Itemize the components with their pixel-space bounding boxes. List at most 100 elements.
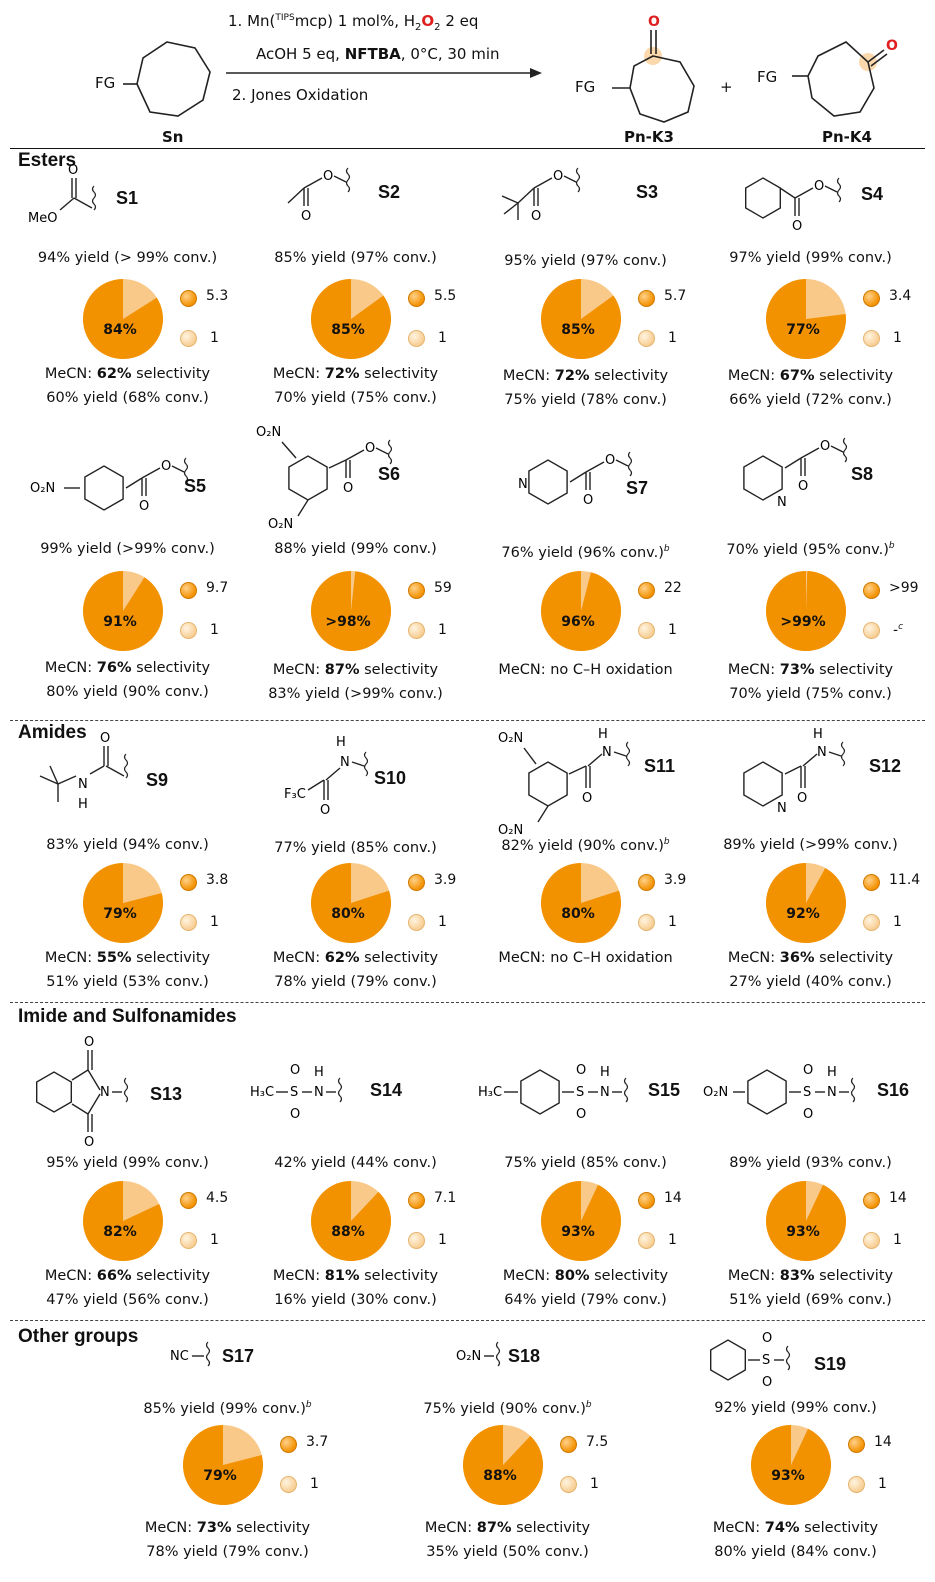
mecn-yield: 80% yield (84% conv.)	[714, 1544, 877, 1560]
pie-slice-k3	[83, 279, 163, 359]
ratio-k4-text: 1	[438, 914, 447, 930]
mecn-yield: 35% yield (50% conv.)	[426, 1544, 589, 1560]
legend-dot-k4	[408, 622, 425, 639]
ratio-k4-text: 1	[438, 330, 447, 346]
svg-text:S: S	[290, 1085, 298, 1100]
svg-text:O₂N: O₂N	[268, 517, 293, 532]
selectivity-pie	[82, 863, 163, 943]
pie-slice-k3	[766, 863, 846, 943]
ratio-k4-text: 1	[438, 622, 447, 638]
mecn-selectivity-value: 76%	[96, 660, 132, 676]
svg-text:N: N	[340, 755, 350, 770]
yield-text: 75% yield (90% conv.)	[423, 1400, 586, 1417]
svg-text:O: O	[762, 1331, 772, 1346]
section-title-other: Other groups	[18, 1326, 139, 1347]
reaction-arrow	[226, 68, 542, 78]
mecn-suffix: selectivity	[359, 950, 439, 966]
svg-text:O: O	[803, 1063, 813, 1078]
pie-slice-k3	[82, 863, 163, 943]
pie-percent-label: 91%	[103, 614, 137, 630]
pie-percent-label: >98%	[325, 614, 371, 630]
legend-dot-k3	[638, 582, 655, 599]
mecn-suffix: selectivity	[511, 1520, 591, 1536]
ratio-k4-text: 1	[590, 1476, 599, 1492]
mecn-selectivity: MeCN: 83% selectivity	[703, 1268, 918, 1284]
ratio-k3: 11.4	[889, 872, 921, 888]
yield-conversion: 83% yield (94% conv.)	[20, 837, 235, 853]
yield-text: 85% yield (97% conv.)	[274, 250, 437, 266]
yield-conversion: 42% yield (44% conv.)	[248, 1155, 463, 1171]
mecn-suffix: selectivity	[814, 662, 894, 678]
mecn-yield: 66% yield (72% conv.)	[729, 392, 892, 408]
reaction-scheme: FG Sn 1. Mn(TIPSmcp) 1 mol%, H2O2 2 eq A…	[0, 0, 935, 150]
mecn-prefix: MeCN:	[712, 1520, 765, 1536]
selectivity-pie	[766, 863, 846, 943]
svg-text:H: H	[78, 797, 88, 812]
mecn-prefix: MeCN:	[44, 660, 97, 676]
svg-text:O: O	[886, 38, 898, 54]
svg-text:O: O	[798, 479, 808, 494]
mecn-prefix: MeCN:	[727, 662, 780, 678]
pie-percent-label: >99%	[780, 614, 826, 630]
mecn-suffix: selectivity	[814, 368, 894, 384]
mecn-selectivity: MeCN: 87% selectivity	[248, 662, 463, 678]
yield-text: 89% yield (93% conv.)	[729, 1155, 892, 1171]
mecn-selectivity: MeCN: 62% selectivity	[20, 366, 235, 382]
mecn-selectivity-value: 81%	[324, 1268, 360, 1284]
substrate-label: Sn	[162, 128, 184, 146]
footnote-marker: b	[663, 837, 670, 847]
compound-id: S11	[644, 756, 676, 776]
ratio-k4: 1	[438, 1232, 447, 1248]
yield-conversion: 95% yield (99% conv.)	[20, 1155, 235, 1171]
ratio-k3: >99	[889, 580, 919, 596]
svg-text:O: O	[531, 209, 541, 224]
mecn-selectivity: MeCN: no C–H oxidation	[478, 950, 693, 966]
ratio-k3: 3.7	[306, 1434, 329, 1450]
mecn-suffix: selectivity	[131, 366, 211, 382]
ratio-k4: 1	[668, 914, 677, 930]
svg-text:H₃C: H₃C	[478, 1085, 502, 1100]
mecn-prefix: MeCN:	[44, 950, 97, 966]
legend-dot-k3	[180, 1192, 197, 1209]
yield-text: 83% yield (94% conv.)	[46, 837, 209, 853]
product-k3-fg-label: FG	[575, 78, 596, 96]
svg-text:O: O	[100, 731, 110, 746]
ratio-k4-text: 1	[668, 914, 677, 930]
legend-dot-k3	[408, 582, 425, 599]
pie-percent-label: 77%	[786, 322, 820, 338]
mecn-suffix: selectivity	[589, 1268, 669, 1284]
ratio-k3: 4.5	[206, 1190, 229, 1206]
svg-text:O: O	[792, 219, 802, 234]
yield-text: 85% yield (99% conv.)	[143, 1400, 306, 1417]
legend-dot-k3	[638, 290, 655, 307]
legend-dot-k4	[863, 330, 880, 347]
pie-percent-label: 92%	[786, 906, 820, 922]
yield-text: 95% yield (97% conv.)	[504, 253, 667, 269]
footnote-marker: b	[305, 1400, 312, 1410]
mecn-selectivity: MeCN: 73% selectivity	[120, 1520, 335, 1536]
legend-dot-k3	[638, 1192, 655, 1209]
ratio-k3: 59	[434, 580, 452, 596]
legend-dot-k4	[638, 1232, 655, 1249]
mecn-yield: 27% yield (40% conv.)	[729, 974, 892, 990]
mecn-suffix: selectivity	[589, 368, 669, 384]
mecn-selectivity: MeCN: 66% selectivity	[20, 1268, 235, 1284]
ratio-k4: 1	[668, 622, 677, 638]
mecn-selectivity: MeCN: 73% selectivity	[703, 662, 918, 678]
legend-dot-k4	[180, 330, 197, 347]
ratio-k3: 14	[874, 1434, 892, 1450]
svg-text:H: H	[813, 727, 823, 742]
legend-dot-k4	[180, 914, 197, 931]
svg-text:O: O	[583, 493, 593, 508]
svg-text:O: O	[576, 1107, 586, 1122]
legend-dot-k4	[848, 1476, 865, 1493]
